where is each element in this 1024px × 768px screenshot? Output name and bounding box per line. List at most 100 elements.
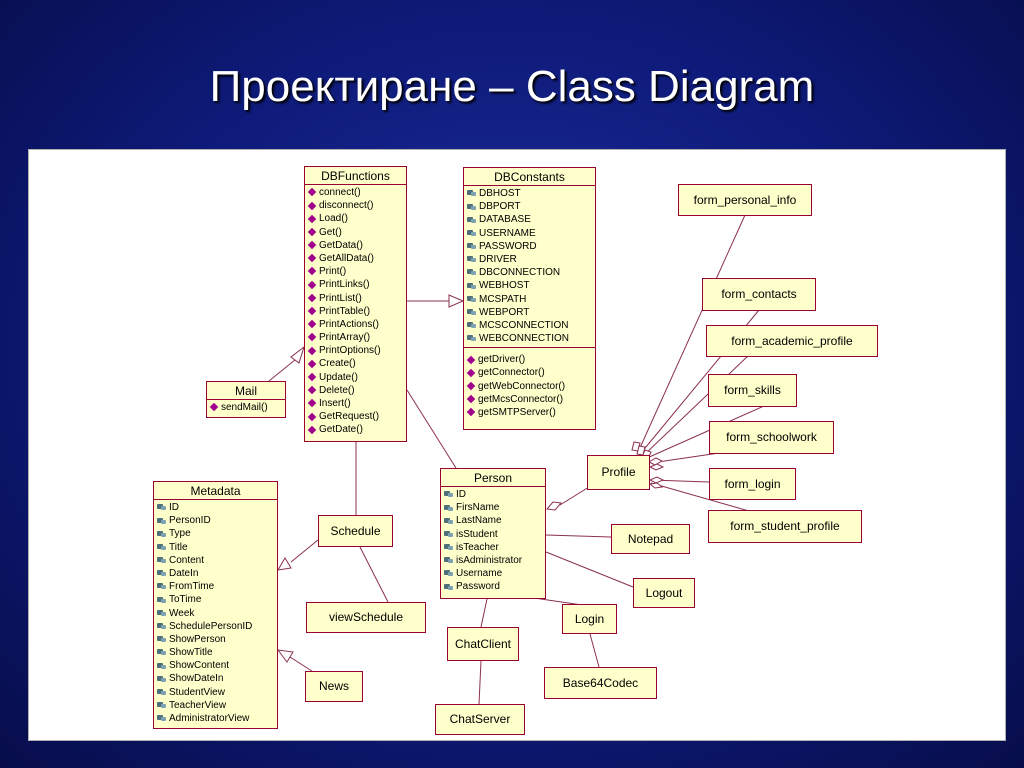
attribute-icon — [157, 609, 167, 617]
attribute: ID — [157, 501, 275, 514]
operation: PrintArray() — [307, 331, 404, 344]
class-name: form_personal_info — [693, 193, 797, 207]
operation: PrintActions() — [307, 318, 404, 331]
class-chat-server[interactable]: ChatServer — [435, 704, 525, 735]
attribute-icon — [157, 662, 167, 670]
class-form-skills[interactable]: form_skills — [708, 374, 797, 407]
class-name: DBFunctions — [305, 167, 406, 185]
attribute: Password — [444, 580, 543, 593]
attribute-icon — [467, 203, 477, 211]
operation-icon — [307, 240, 317, 250]
operation-icon — [307, 188, 317, 197]
operation: PrintTable() — [307, 305, 404, 318]
operation-icon — [209, 403, 219, 412]
attribute-icon — [444, 556, 454, 564]
attribute: ToTime — [157, 593, 275, 606]
class-name: form_contacts — [721, 287, 797, 301]
class-dbconstants[interactable]: DBConstants DBHOST DBPORT DATABASE USERN… — [463, 167, 596, 430]
operation-icon — [307, 346, 317, 355]
operation-icon — [307, 293, 317, 303]
attributes-list: ID FirsName LastName isStudent isTeacher… — [441, 487, 545, 596]
operation-icon — [307, 280, 317, 289]
operation: connect() — [307, 186, 404, 199]
attribute: DATABASE — [467, 213, 593, 226]
class-form-academic-profile[interactable]: form_academic_profile — [706, 325, 878, 357]
attribute: isStudent — [444, 528, 543, 541]
attribute-icon — [467, 321, 477, 329]
attribute: ShowTitle — [157, 646, 275, 659]
operation: getWebConnector() — [466, 380, 593, 393]
operation-icon — [307, 385, 317, 395]
attribute: StudentView — [157, 686, 275, 699]
operation-icon — [307, 214, 317, 223]
class-form-personal-info[interactable]: form_personal_info — [678, 184, 812, 216]
operation-icon — [307, 425, 317, 434]
operation: PrintList() — [307, 292, 404, 305]
class-metadata[interactable]: Metadata ID PersonID Type Title Content … — [153, 481, 278, 729]
attribute: Username — [444, 567, 543, 580]
operation-icon — [307, 267, 317, 276]
class-name: form_skills — [724, 383, 781, 397]
operation: getDriver() — [466, 353, 593, 366]
operation-icon — [307, 227, 317, 237]
operation: GetDate() — [307, 423, 404, 436]
operation: PrintOptions() — [307, 344, 404, 357]
class-view-schedule[interactable]: viewSchedule — [306, 602, 426, 633]
attributes-list: DBHOST DBPORT DATABASE USERNAME PASSWORD… — [464, 186, 595, 347]
operation-icon — [307, 412, 317, 421]
attribute: SchedulePersonID — [157, 620, 275, 633]
attribute: LastName — [444, 514, 543, 527]
operation-icon — [307, 399, 317, 408]
attribute: WEBPORT — [467, 306, 593, 319]
operation-icon — [466, 355, 476, 364]
operations-list: sendMail() — [207, 400, 285, 416]
class-login[interactable]: Login — [562, 604, 617, 634]
attribute: DRIVER — [467, 253, 593, 266]
class-name: ChatClient — [454, 637, 512, 651]
attribute: FirsName — [444, 501, 543, 514]
class-name: form_schoolwork — [726, 430, 817, 444]
class-mail[interactable]: Mail sendMail() — [206, 381, 286, 418]
class-chat-client[interactable]: ChatClient — [447, 627, 519, 661]
class-form-contacts[interactable]: form_contacts — [702, 278, 816, 311]
edge-profile-form-academic-profile — [643, 354, 750, 456]
class-person[interactable]: Person ID FirsName LastName isStudent is… — [440, 468, 546, 599]
attribute: MCSPATH — [467, 293, 593, 306]
attribute-icon — [467, 189, 477, 197]
attribute: ID — [444, 488, 543, 501]
attribute: Title — [157, 541, 275, 554]
class-form-login[interactable]: form_login — [709, 468, 796, 500]
class-profile[interactable]: Profile — [587, 455, 650, 490]
operations-list: connect() disconnect() Load() Get() GetD… — [305, 185, 406, 439]
operation: PrintLinks() — [307, 278, 404, 291]
attribute-icon — [444, 583, 454, 591]
class-dbfunctions[interactable]: DBFunctions connect() disconnect() Load(… — [304, 166, 407, 442]
class-base64codec[interactable]: Base64Codec — [544, 667, 657, 699]
edge-schedule-viewschedule — [359, 546, 389, 603]
class-form-student-profile[interactable]: form_student_profile — [708, 510, 862, 543]
operation: getConnector() — [466, 366, 593, 379]
class-form-schoolwork[interactable]: form_schoolwork — [709, 421, 834, 454]
attribute: DBPORT — [467, 200, 593, 213]
class-logout[interactable]: Logout — [633, 578, 695, 608]
generalization-arrowhead — [276, 649, 294, 663]
class-notepad[interactable]: Notepad — [611, 524, 690, 554]
attribute-icon — [157, 556, 167, 564]
attribute-icon — [157, 714, 167, 722]
generalization-arrowhead — [290, 345, 305, 364]
class-news[interactable]: News — [305, 671, 363, 702]
attribute-icon — [444, 490, 454, 498]
attribute-icon — [467, 255, 477, 263]
class-name: Schedule — [330, 524, 381, 538]
class-name: Base64Codec — [562, 676, 639, 690]
class-name: Logout — [645, 586, 683, 600]
class-name: Profile — [601, 465, 636, 479]
attribute-icon — [467, 242, 477, 250]
class-name: form_academic_profile — [731, 334, 853, 348]
edge-person-notepad — [545, 534, 612, 538]
attribute-icon — [444, 543, 454, 551]
class-schedule[interactable]: Schedule — [318, 515, 393, 547]
attribute: WEBCONNECTION — [467, 332, 593, 345]
attribute-icon — [157, 569, 167, 577]
attribute-icon — [444, 517, 454, 525]
